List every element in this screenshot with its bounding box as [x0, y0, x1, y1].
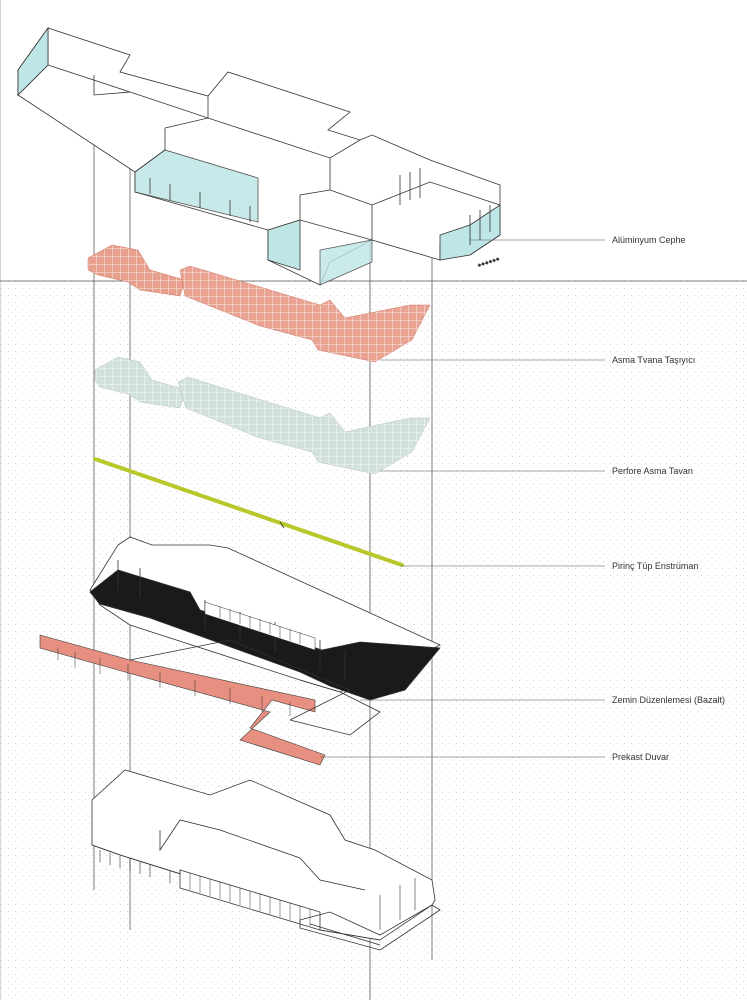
- brass-tube: [93, 457, 404, 567]
- label-prekast-duvar: Prekast Duvar: [612, 752, 669, 762]
- label-pirinc-tup-enstruman: Pirinç Tüp Enstrüman: [612, 561, 698, 571]
- label-aluminyum-cephe: Alüminyum Cephe: [612, 235, 686, 245]
- layer-labels: Alüminyum Cephe Asma Tvana Taşıyıcı Perf…: [612, 235, 725, 762]
- label-perfore-asma-tavan: Perfore Asma Tavan: [612, 466, 693, 476]
- leader-lines: [320, 239, 605, 758]
- basalt-floor-layer: [89, 536, 441, 736]
- building-mass-layer: [91, 769, 441, 951]
- ceiling-carrier-grid: [87, 244, 431, 363]
- precast-wall-layer: [39, 634, 351, 766]
- label-zemin-duzenlemesi: Zemin Düzenlemesi (Bazalt): [612, 695, 725, 705]
- perforated-ceiling-grid: [94, 356, 431, 475]
- svg-text:◆◆◆◆◆◆: ◆◆◆◆◆◆: [477, 256, 501, 269]
- aluminum-facade-layer: ◆◆◆◆◆◆: [17, 26, 501, 286]
- label-asma-tvana-tasiyici: Asma Tvana Taşıyıcı: [612, 355, 695, 365]
